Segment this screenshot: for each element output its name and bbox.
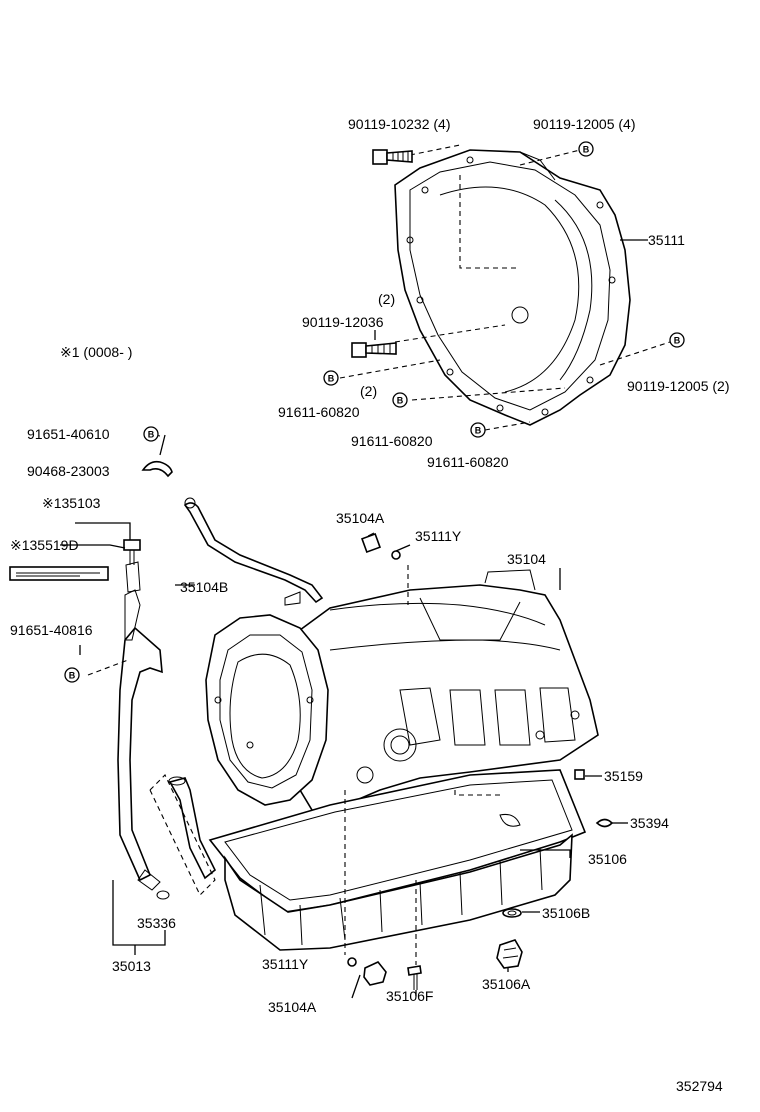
bolt-90119-10232[interactable] — [372, 149, 413, 165]
svg-text:B: B — [148, 430, 155, 440]
label-91611-60820-a[interactable]: 91611-60820 — [278, 404, 360, 420]
label-91651-40816[interactable]: 91651-40816 — [10, 622, 93, 638]
label-135103[interactable]: ※135103 — [42, 495, 101, 511]
badge-b-icon: B — [143, 426, 159, 442]
bolt-35106F[interactable] — [407, 965, 422, 990]
diagram-id: 352794 — [676, 1078, 723, 1094]
badge-b-icon: B — [64, 667, 80, 683]
svg-text:B: B — [583, 145, 590, 155]
label-35104A-bot[interactable]: 35104A — [268, 999, 317, 1015]
clamp-35394[interactable] — [595, 818, 614, 828]
label-90119-10232[interactable]: 90119-10232 (4) — [348, 116, 450, 132]
badge-b-icon: B — [470, 422, 486, 438]
label-qty-2-a: (2) — [378, 291, 395, 307]
label-35106[interactable]: 35106 — [588, 851, 627, 867]
label-35104A-top[interactable]: 35104A — [336, 510, 385, 526]
label-35159[interactable]: 35159 — [604, 768, 643, 784]
plug-35104A-bot[interactable] — [363, 961, 387, 986]
badge-b-icon: B — [323, 370, 339, 386]
washer-35106B[interactable] — [502, 908, 522, 918]
label-35013[interactable]: 35013 — [112, 958, 151, 974]
plug-35104A-top[interactable] — [361, 532, 381, 553]
gasket-35111Y-top[interactable] — [391, 550, 401, 560]
label-35106A[interactable]: 35106A — [482, 976, 531, 992]
label-35106B[interactable]: 35106B — [542, 905, 590, 921]
label-35394[interactable]: 35394 — [630, 815, 669, 831]
bell-housing-35111[interactable] — [394, 149, 631, 426]
svg-text:B: B — [397, 396, 404, 406]
label-90468-23003[interactable]: 90468-23003 — [27, 463, 110, 479]
label-35104B[interactable]: 35104B — [180, 579, 228, 595]
bolt-90468-23003[interactable] — [141, 460, 173, 478]
note-label: ※1 (0008- ) — [60, 344, 132, 360]
label-35111Y-top[interactable]: 35111Y — [415, 528, 462, 544]
label-35104[interactable]: 35104 — [507, 551, 546, 567]
label-91651-40610[interactable]: 91651-40610 — [27, 426, 110, 442]
oil-tube-35336[interactable] — [156, 776, 217, 900]
badge-b-icon: B — [392, 392, 408, 408]
oil-filler-tube-35013[interactable] — [117, 539, 163, 891]
gasket-35111Y-bot[interactable] — [347, 957, 357, 967]
svg-text:B: B — [328, 374, 335, 384]
label-qty-2-b: (2) — [360, 383, 377, 399]
label-35111[interactable]: 35111 — [648, 232, 685, 248]
bolt-90119-12036[interactable] — [351, 342, 397, 358]
badge-b-icon: B — [669, 332, 685, 348]
oil-pan-35106[interactable] — [208, 769, 587, 951]
label-35106F[interactable]: 35106F — [386, 988, 433, 1004]
label-91611-60820-c[interactable]: 91611-60820 — [427, 454, 509, 470]
badge-b-icon: B — [578, 141, 594, 157]
caution-label-135519D[interactable] — [9, 566, 109, 581]
label-90119-12005-4[interactable]: 90119-12005 (4) — [533, 116, 635, 132]
label-90119-12005-2[interactable]: 90119-12005 (2) — [627, 378, 729, 394]
label-91611-60820-b[interactable]: 91611-60820 — [351, 433, 433, 449]
label-35111Y-bot[interactable]: 35111Y — [262, 956, 309, 972]
drain-plug-35106A[interactable] — [496, 939, 523, 969]
label-35336[interactable]: 35336 — [137, 915, 176, 931]
label-90119-12036[interactable]: 90119-12036 — [302, 314, 384, 330]
svg-text:B: B — [674, 336, 681, 346]
label-135519D[interactable]: ※135519D — [10, 537, 79, 553]
svg-text:B: B — [69, 671, 76, 681]
svg-text:B: B — [475, 426, 482, 436]
transmission-case-35104[interactable] — [205, 569, 599, 816]
breather-hose-35104B[interactable] — [183, 497, 324, 606]
plug-35159[interactable] — [574, 769, 585, 780]
